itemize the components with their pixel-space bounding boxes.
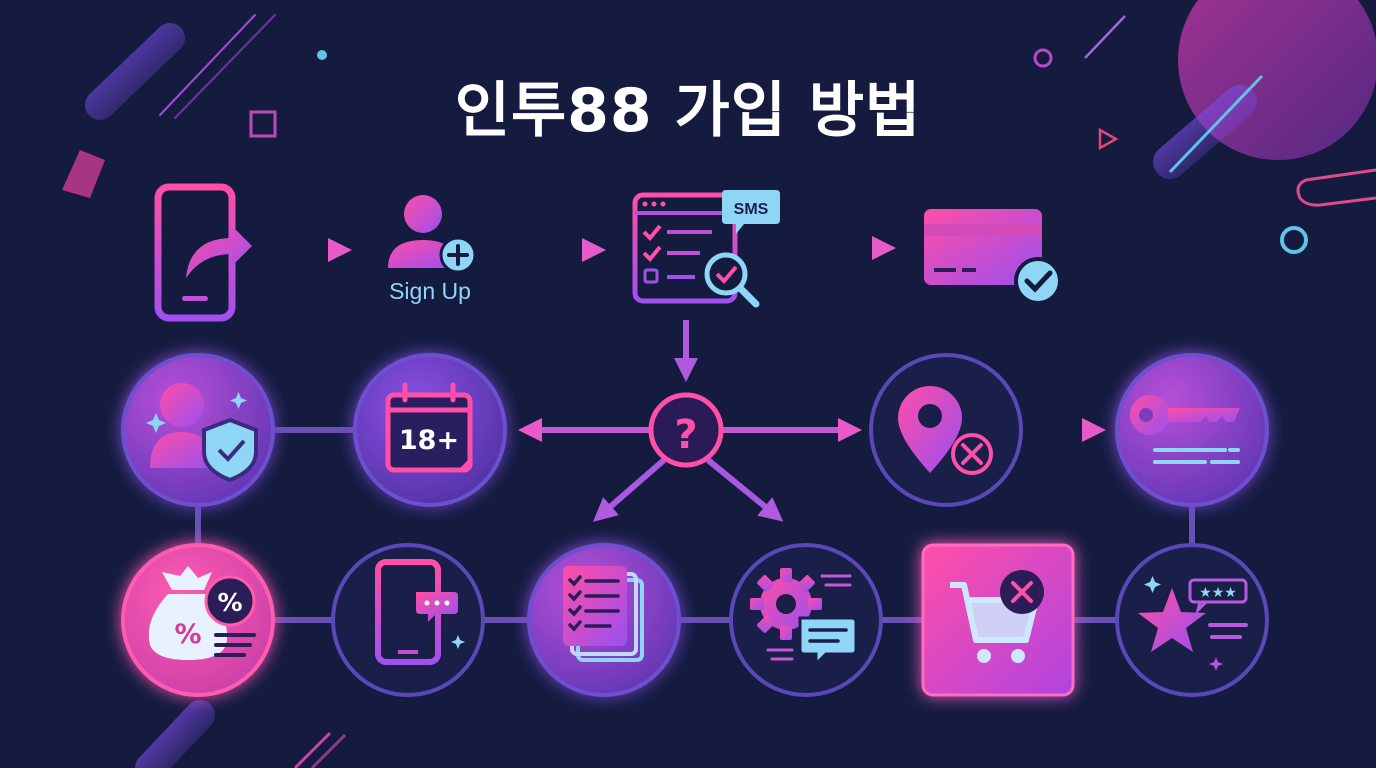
user-shield-icon — [160, 383, 204, 427]
phone-home-bar — [182, 296, 208, 301]
decor-capsule — [85, 23, 185, 120]
decor-line — [159, 14, 256, 116]
discount-symbol: % — [174, 619, 201, 650]
sparkle-icon — [1144, 576, 1161, 593]
check-badge-icon — [1014, 257, 1062, 305]
step-card-verify — [924, 209, 1062, 305]
decor-square — [249, 110, 277, 138]
decor-line — [1084, 15, 1126, 59]
arrow-down-left — [592, 457, 666, 522]
decor-triangle — [1098, 127, 1119, 151]
chat-bubble-icon — [416, 592, 458, 622]
node-user-shield — [121, 353, 275, 507]
node-location-blocked — [869, 353, 1023, 507]
step-sign-up — [388, 195, 477, 274]
node-key — [1115, 353, 1269, 507]
shield-icon — [202, 417, 258, 483]
discount-symbol: % — [217, 588, 242, 617]
step-phone-share — [154, 183, 252, 322]
decor-capsule — [135, 700, 215, 768]
question-mark: ? — [674, 412, 697, 458]
sparkle-icon — [146, 413, 166, 433]
connectors — [195, 427, 1195, 623]
user-head — [404, 195, 442, 233]
calendar-18-icon — [385, 392, 473, 473]
node-age-check: 18+ — [353, 353, 507, 507]
age-label: 18+ — [399, 425, 459, 456]
share-arrow-icon — [186, 226, 252, 278]
rating-bubble-icon — [1188, 578, 1248, 604]
settings-chat-icon — [750, 568, 822, 640]
verification-checklist-icon — [632, 192, 738, 304]
decor-line — [293, 731, 332, 768]
location-blocked-icon — [898, 386, 962, 473]
page-title: 인투88 가입 방법 — [454, 76, 922, 146]
decor-line — [1168, 74, 1264, 174]
star-rating-icon — [1138, 588, 1206, 652]
decor-pill — [1296, 168, 1376, 207]
decor-line — [310, 733, 347, 768]
node-question: ? — [648, 392, 724, 468]
document-checklist-icon — [563, 566, 627, 646]
decor-ring — [1280, 226, 1308, 254]
question-icon — [648, 392, 724, 468]
arrow-down-right — [706, 457, 784, 522]
step-verification: SMS — [632, 190, 780, 308]
decor-line — [174, 14, 276, 119]
sparkle-icon — [451, 635, 465, 649]
magnifier-icon — [704, 252, 748, 296]
sms-label: SMS — [734, 201, 769, 218]
node-cart — [921, 543, 1075, 697]
signup-label: Sign Up — [389, 278, 471, 304]
sparkle-icon — [1209, 657, 1223, 671]
node-bonus: % % — [121, 543, 275, 697]
decor-ring — [1033, 48, 1053, 68]
node-settings — [729, 543, 883, 697]
node-phone-chat — [331, 543, 485, 697]
decor-shard — [62, 150, 105, 198]
rating-stars: ★★★ — [1199, 585, 1237, 601]
decor-dot — [317, 50, 327, 60]
node-rating: ★★★ — [1115, 543, 1269, 697]
sms-bubble-icon — [722, 190, 780, 234]
node-documents — [527, 543, 681, 697]
percent-badge-icon — [204, 575, 256, 627]
